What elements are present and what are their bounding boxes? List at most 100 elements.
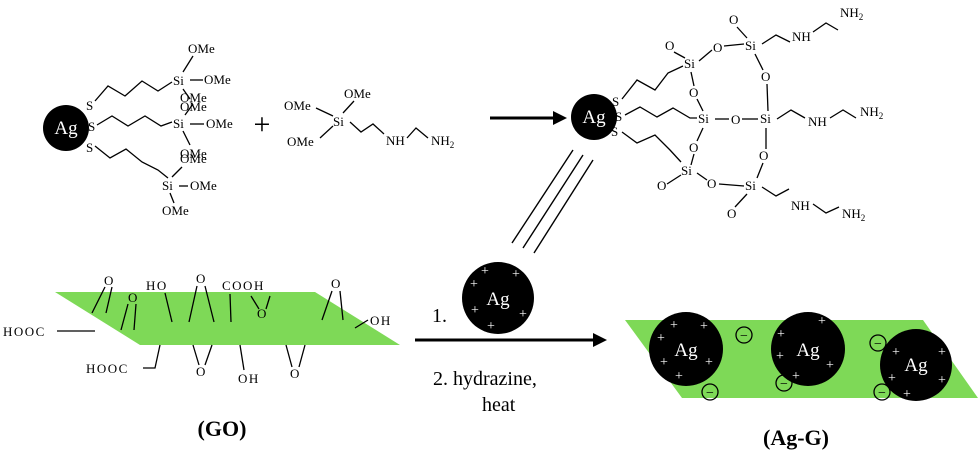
o-bridge-bond-4a (754, 53, 764, 71)
svg-text:−: − (706, 386, 714, 401)
go-oh-bottom: OH (238, 371, 260, 386)
go-epoxide-o-5: O (331, 276, 340, 291)
propyl-chain-3 (94, 145, 169, 179)
svg-text:−: − (874, 337, 882, 352)
reagent-bond-left (315, 107, 334, 117)
si2-ome-bond-top (184, 103, 194, 116)
top-reaction-arrow (490, 111, 567, 125)
o-bridge-1: O (713, 40, 722, 55)
go-hooc-bottom: HOOC (86, 361, 129, 376)
reagent-ome-bottom: OMe (287, 134, 314, 149)
step-2-label-line2: heat (482, 394, 516, 416)
propyl-chain-1 (94, 80, 173, 102)
svg-text:−: − (780, 377, 788, 392)
si1-ome-bond-bottom (182, 88, 191, 100)
amine-nh2-2: NH2 (860, 104, 883, 121)
o-terminal-4: O (729, 12, 738, 27)
ag-g-label-1: Ag (674, 340, 698, 361)
o-bridge-7: O (707, 176, 716, 191)
svg-text:+: + (700, 319, 708, 334)
reagent-ome-left: OMe (284, 98, 311, 113)
amine-nh2-1: NH2 (840, 5, 863, 22)
amine-nh2-3: NH2 (842, 206, 865, 223)
o-terminal-1: O (665, 38, 674, 53)
svg-text:+: + (826, 358, 834, 373)
reagent-si: Si (333, 114, 344, 129)
graphene-oxide-sheet: HOOC O O HO O COOH O O OH HOOC O OH O (3, 271, 400, 441)
go-epoxide-o-6: O (196, 364, 205, 379)
svg-text:−: − (878, 386, 886, 401)
sulfur-r3: S (611, 124, 618, 139)
sulfur-r1: S (612, 94, 619, 109)
ag-g-particle-1 (649, 312, 723, 386)
cationic-ag-particle (462, 262, 534, 334)
go-epoxide-4b (265, 295, 271, 310)
go-epoxide-3a (188, 285, 198, 323)
chain-r1 (621, 65, 684, 100)
reagent-bond-top (342, 100, 355, 114)
svg-text:+: + (519, 307, 527, 322)
reagent-bond-bottom (319, 125, 334, 139)
ome-1c: OMe (180, 99, 207, 114)
ome-3a: OMe (180, 151, 207, 166)
cationic-ag-label: Ag (486, 289, 510, 310)
go-epoxide-o-1: O (104, 273, 113, 288)
reagent-nh2: NH2 (431, 133, 454, 150)
go-cooh: COOH (222, 278, 265, 293)
go-epoxide-7b (298, 344, 306, 368)
si3-ome-bond-bottom (169, 192, 175, 204)
go-epoxide-5a (321, 290, 333, 321)
svg-text:+: + (792, 369, 800, 384)
reagent-nh: NH (386, 133, 405, 148)
o-bridge-bond-7b (718, 183, 745, 187)
ome-3b: OMe (190, 178, 217, 193)
go-epoxide-o-4: O (257, 306, 266, 321)
si-node-1: Si (684, 56, 695, 71)
reagent-ome-top: OMe (344, 86, 371, 101)
reagent-ethyl-chain (406, 127, 429, 139)
amine-nh-2: NH (808, 114, 827, 129)
si-atom-1: Si (173, 73, 184, 88)
si-atom-3: Si (162, 178, 173, 193)
si3-ome-bond-top (171, 166, 183, 178)
amine-nh-1: NH (792, 29, 811, 44)
go-oh-right: OH (370, 313, 392, 328)
go-epoxide-1b (105, 286, 113, 314)
svg-text:+: + (776, 349, 784, 364)
sulfur-r2: S (615, 109, 622, 124)
o-terminal-6: O (727, 206, 736, 221)
o-bridge-2: O (689, 85, 698, 100)
svg-text:+: + (888, 371, 896, 386)
go-epoxide-5b (339, 290, 344, 321)
step-1-label: 1. (432, 305, 447, 327)
ag-g-charges-1: + + + + + + (657, 318, 713, 384)
svg-text:+: + (705, 355, 713, 370)
svg-text:+: + (657, 331, 665, 346)
o-terminal-3: O (657, 178, 666, 193)
svg-text:+: + (818, 314, 826, 329)
svg-text:+: + (471, 303, 479, 318)
o-bridge-bond-1a (698, 49, 713, 62)
go-epoxide-6b (204, 344, 213, 366)
ome-2c: OMe (180, 146, 207, 161)
go-ho-1-bond (164, 292, 173, 323)
o-bridge-bond-2b (696, 98, 704, 112)
o-bridge-5: O (689, 140, 698, 155)
amine-ethyl-3 (812, 203, 840, 214)
svg-text:+: + (675, 369, 683, 384)
ag-graphene-composite: Ag + + + + + + Ag + + + + + Ag + + + + + (625, 312, 978, 450)
go-epoxide-o-7: O (290, 366, 299, 381)
svg-text:+: + (938, 373, 946, 388)
ag-g-particle-2 (771, 312, 845, 386)
chain-r2 (624, 106, 697, 119)
svg-text:−: − (740, 329, 748, 344)
go-hooc-left: HOOC (3, 324, 46, 339)
ome-2a: OMe (180, 90, 207, 105)
si-node-5: Si (760, 111, 771, 126)
ome-3c: OMe (162, 203, 189, 218)
svg-text:+: + (470, 277, 478, 292)
step-2-label-line1: 2. hydrazine, (433, 368, 537, 390)
sulfur-atom-2: S (88, 119, 95, 134)
aminosilane-reagent: Si OMe OMe OMe NH NH2 (284, 86, 454, 150)
